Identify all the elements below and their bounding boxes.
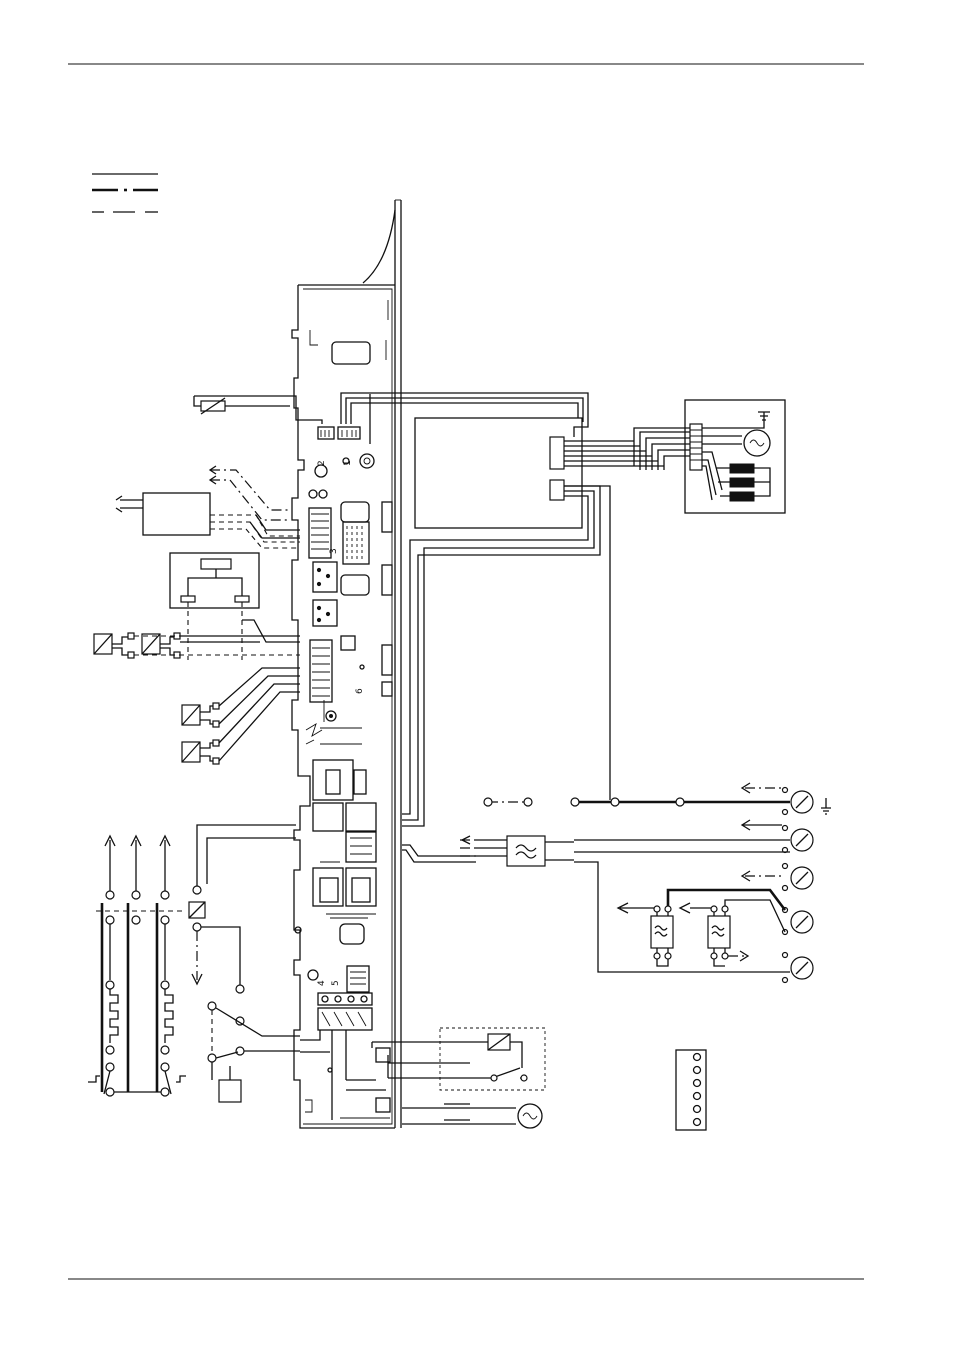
temperature-sensor (194, 396, 322, 424)
terminal-block (676, 1050, 706, 1130)
mains-filter (402, 836, 790, 972)
board-label-1: 1 (343, 460, 353, 466)
valve-pair-upper (94, 633, 300, 658)
fan-motor-unit (634, 400, 785, 513)
bridge-connector (170, 553, 300, 660)
lower-board-wiring (300, 1030, 386, 1090)
line-type-legend (92, 174, 158, 212)
left-power-circuit (88, 825, 300, 1102)
board-label-5: 5 (331, 980, 341, 986)
board-label-3: 3 (329, 548, 339, 554)
board-label-2: 2 (317, 460, 327, 466)
motor-filters (618, 890, 785, 966)
signal-wiring (341, 393, 664, 826)
valve-pair-lower (182, 668, 300, 764)
board-label-6: 6 (355, 688, 365, 694)
main-control-board: 2 1 3 4 5 6 (292, 200, 401, 1128)
external-relay-box (332, 1028, 545, 1128)
harness-dashdot (210, 466, 290, 520)
board-label-4: 4 (317, 980, 327, 986)
